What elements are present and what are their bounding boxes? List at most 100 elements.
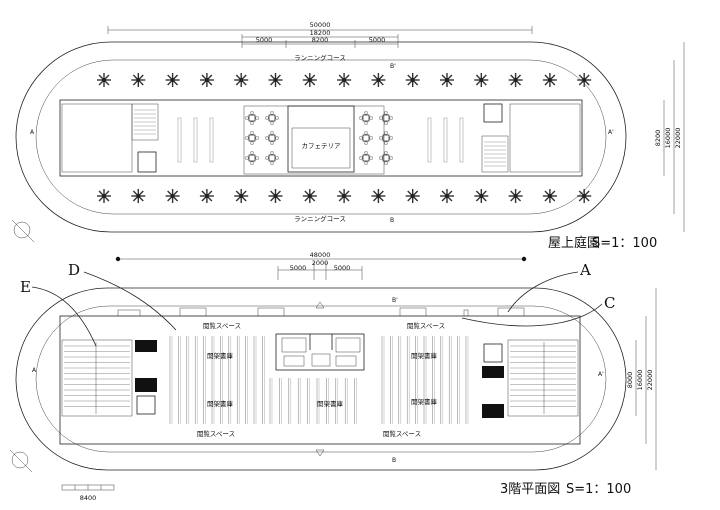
floor-section-mark-a: A [32, 367, 37, 374]
callout-d: D [68, 261, 80, 279]
cafe-table-icon [379, 151, 393, 165]
svg-text:18200: 18200 [310, 29, 331, 37]
third-floor-plan: 閲覧スペース 閲覧スペース 閲覧スペース 閲覧スペース 開架書庫 開架書庫 開架… [9, 251, 657, 502]
tree-icon [337, 189, 352, 203]
floor-inner [35, 305, 607, 453]
floor-section-mark-a-prime: A' [598, 371, 604, 378]
reading-space-label-br: 閲覧スペース [383, 429, 421, 438]
roof-trees [97, 73, 592, 203]
cafeteria-label: カフェテリア [302, 142, 342, 150]
cafe-tables [245, 111, 393, 165]
callout-e: E [20, 278, 31, 296]
tree-icon [440, 189, 454, 203]
tree-icon [542, 73, 557, 87]
roof-end-block-right [509, 103, 581, 173]
svg-text:16000: 16000 [636, 370, 644, 391]
svg-text:48000: 48000 [310, 251, 331, 259]
roof-section-mark-a-prime: A' [608, 129, 614, 136]
svg-text:22000: 22000 [674, 128, 682, 149]
floor-section-mark-b: B [392, 457, 396, 464]
running-course-label-bottom: ランニングコース [294, 214, 346, 223]
roof-plan: カフェテリア ランニングコース ランニングコース 50000 18200 500… [11, 21, 685, 251]
tree-icon [474, 189, 489, 203]
cafe-table-icon [265, 131, 279, 145]
cafe-table-icon [245, 111, 259, 125]
svg-text:5000: 5000 [290, 264, 307, 272]
cafe-table-icon [379, 111, 393, 125]
cafe-table-icon [359, 151, 373, 165]
roof-plan-title: 屋上庭園 [548, 235, 600, 251]
tree-icon [302, 73, 317, 87]
tree-icon [337, 73, 352, 87]
tree-icon [577, 73, 592, 87]
tree-icon [199, 73, 214, 87]
floor-dimensions-top: 48000 2000 5000 5000 [115, 251, 527, 280]
bookshelf-rows [169, 336, 469, 424]
stacks-label-r1: 開架書庫 [411, 351, 438, 360]
roof-plan-scale: S=1：100 [592, 236, 657, 251]
svg-text:50000: 50000 [310, 21, 331, 29]
roof-section-mark-b-prime: B' [390, 63, 396, 70]
tree-icon [405, 73, 420, 87]
tree-icon [165, 189, 180, 203]
roof-track-outer [15, 41, 627, 233]
cafe-table-icon [359, 131, 373, 145]
roof-stair-right [481, 103, 509, 173]
tree-icon [474, 73, 489, 87]
tree-icon [542, 189, 557, 203]
tree-icon [268, 73, 283, 87]
svg-text:5000: 5000 [256, 36, 273, 44]
roof-section-mark-b: B [390, 217, 394, 224]
svg-text:5000: 5000 [369, 36, 386, 44]
svg-text:8200: 8200 [312, 36, 329, 44]
tree-icon [165, 73, 180, 87]
tree-icon [131, 73, 146, 87]
floor-windows-top [117, 301, 525, 457]
callout-a: A [579, 261, 591, 279]
tree-icon [405, 189, 420, 203]
restroom-core [275, 333, 365, 371]
tree-icon [371, 189, 386, 203]
stacks-label-l2: 開架書庫 [207, 399, 234, 408]
roof-north-arrow-icon [11, 219, 35, 243]
tree-icon [302, 189, 317, 203]
floor-section-mark-b-prime: B' [392, 297, 398, 304]
tree-icon [508, 189, 523, 203]
cafe-table-icon [359, 111, 373, 125]
tree-icon [268, 189, 283, 203]
tree-icon [234, 73, 249, 87]
stacks-label-r2: 開架書庫 [411, 397, 438, 406]
roof-end-block-left [61, 103, 133, 173]
floor-stair-left [61, 339, 157, 417]
cafe-table-icon [265, 151, 279, 165]
tree-icon [234, 189, 249, 203]
tree-icon [440, 73, 454, 87]
tree-icon [371, 73, 386, 87]
cafe-table-icon [265, 111, 279, 125]
cafeteria-room [287, 105, 355, 173]
roof-section-mark-a: A [30, 129, 35, 136]
svg-text:8200: 8200 [654, 130, 662, 147]
svg-text:8000: 8000 [626, 372, 634, 389]
roof-track-inner [35, 59, 607, 215]
floor-outer [15, 287, 627, 471]
stacks-label-l1: 開架書庫 [207, 351, 234, 360]
reading-space-label-tl: 閲覧スペース [203, 321, 241, 330]
cafe-table-icon [245, 131, 259, 145]
stacks-label-c: 開架書庫 [317, 399, 344, 408]
svg-text:16000: 16000 [664, 128, 672, 149]
floor-stair-right [482, 339, 579, 418]
reading-space-label-tr: 閲覧スペース [407, 321, 445, 330]
tree-icon [199, 189, 214, 203]
roof-dimensions-top: 50000 18200 5000 8200 5000 [107, 21, 533, 48]
svg-text:22000: 22000 [646, 370, 654, 391]
reading-space-label-bl: 閲覧スペース [197, 429, 235, 438]
third-floor-plan-scale: S=1：100 [566, 482, 631, 497]
tree-icon [577, 189, 592, 203]
cafe-table-icon [245, 151, 259, 165]
floor-north-arrow-icon [9, 449, 33, 473]
callout-c: C [604, 294, 615, 312]
third-floor-plan-title: 3階平面図 [500, 482, 560, 497]
roof-dimensions-right: 8200 16000 22000 [654, 42, 685, 232]
